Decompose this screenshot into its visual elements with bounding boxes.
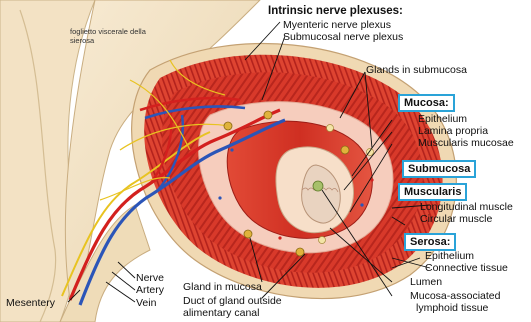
- label-malt-line1: Mucosa-associated: [410, 290, 500, 302]
- submucosa-box: Submucosa: [402, 160, 476, 178]
- label-lamina-propria: Lamina propria: [418, 125, 488, 137]
- label-malt-line2: lymphoid tissue: [416, 302, 488, 314]
- label-duct-line1: Duct of gland outside: [183, 295, 282, 307]
- label-nerve: Nerve: [136, 272, 164, 284]
- label-muscularis-mucosae: Muscularis mucosae: [418, 137, 514, 149]
- label-artery: Artery: [136, 284, 164, 296]
- label-duct-line2: alimentary canal: [183, 307, 259, 319]
- label-mucosa: Mucosa:: [400, 96, 453, 110]
- label-serosa: Serosa:: [406, 235, 454, 249]
- label-intrinsic-plexuses: Intrinsic nerve plexuses:: [268, 5, 403, 17]
- serosa-box: Serosa:: [404, 233, 456, 251]
- label-vein: Vein: [136, 297, 156, 309]
- muscularis-box: Muscularis: [398, 183, 467, 201]
- label-submucosal-plexus: Submucosal nerve plexus: [283, 31, 403, 43]
- label-circular-muscle: Circular muscle: [420, 213, 492, 225]
- label-gland-in-mucosa: Gland in mucosa: [183, 281, 262, 293]
- mucosa-box: Mucosa:: [398, 94, 455, 112]
- label-longitudinal-muscle: Longitudinal muscle: [420, 201, 513, 213]
- label-epithelium-serosa: Epithelium: [425, 250, 474, 262]
- lymphoid-nodule: [313, 181, 323, 191]
- label-connective-tissue: Connective tissue: [425, 262, 508, 274]
- label-muscularis: Muscularis: [400, 185, 465, 199]
- label-epithelium-mucosa: Epithelium: [418, 113, 467, 125]
- label-mesentery: Mesentery: [6, 297, 55, 309]
- label-lumen: Lumen: [410, 276, 442, 288]
- label-glands-submucosa: Glands in submucosa: [366, 64, 467, 76]
- label-submucosa: Submucosa: [404, 162, 474, 176]
- label-myenteric-plexus: Myenteric nerve plexus: [283, 19, 391, 31]
- label-serosa-note: foglietto viscerale della sierosa: [70, 27, 170, 45]
